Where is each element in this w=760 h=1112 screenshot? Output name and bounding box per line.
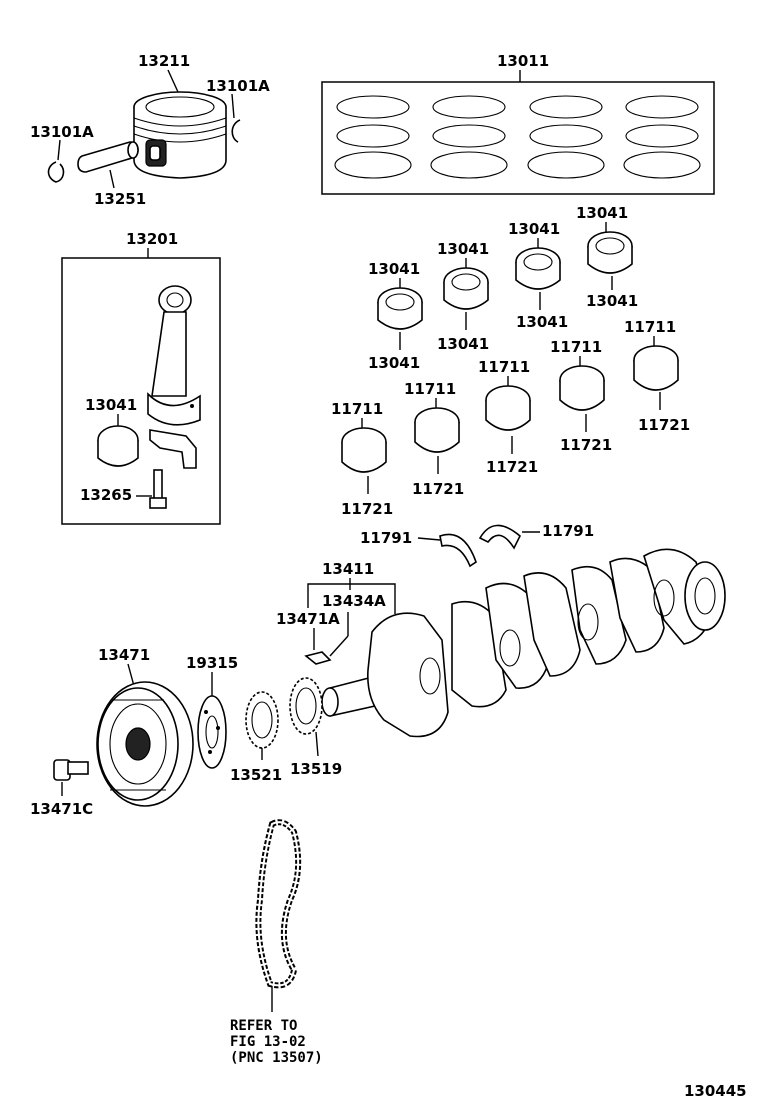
label-11711-5: 11711 — [624, 318, 676, 336]
piston-drawing — [133, 91, 227, 179]
label-11791-right: 11791 — [542, 522, 594, 540]
label-13471c: 13471C — [30, 800, 93, 818]
ring-group-1 — [334, 95, 412, 179]
label-11721-2: 11721 — [412, 480, 464, 498]
rod-bearing-3 — [515, 247, 561, 290]
main-bearing-set: 11711 11721 11711 11721 11711 11721 1171… — [331, 318, 690, 518]
label-19315: 19315 — [186, 654, 238, 672]
rod-bearing-4 — [587, 231, 633, 274]
thrust-washers: 11791 11791 — [360, 522, 594, 568]
connecting-rod-assembly: 13201 13041 13265 — [61, 230, 221, 525]
rod-bearing-2 — [443, 267, 489, 310]
label-13471a: 13471A — [276, 610, 340, 628]
crank-gear — [245, 691, 279, 749]
crankshaft-drawing — [321, 548, 726, 738]
label-13041-l2: 13041 — [437, 335, 489, 353]
label-11721-4: 11721 — [560, 436, 612, 454]
label-13101a-left: 13101A — [30, 123, 94, 141]
label-13411: 13411 — [322, 560, 374, 578]
label-13101a-right: 13101A — [206, 77, 270, 95]
label-11791-left: 11791 — [360, 529, 412, 547]
crankshaft-assembly: 13411 13434A 13471A — [276, 548, 726, 738]
ring-group-2 — [430, 95, 508, 179]
main-bearing-1 — [341, 427, 387, 473]
label-11711-1: 11711 — [331, 400, 383, 418]
label-11721-5: 11721 — [638, 416, 690, 434]
piston-ring-set: 13011 — [321, 52, 715, 195]
label-13265: 13265 — [80, 486, 132, 504]
ring-group-3 — [527, 95, 605, 179]
label-13201: 13201 — [126, 230, 178, 248]
con-rod-box — [61, 257, 221, 525]
label-11711-4: 11711 — [550, 338, 602, 356]
con-rod-drawing — [147, 285, 201, 469]
label-13521: 13521 — [230, 766, 282, 784]
timing-sprocket — [289, 677, 323, 735]
label-13211: 13211 — [138, 52, 190, 70]
snap-ring-left — [47, 161, 65, 183]
rod-bearing-in-box — [97, 425, 139, 467]
label-13041-u2: 13041 — [437, 240, 489, 258]
label-13251: 13251 — [94, 190, 146, 208]
refer-note: REFER TO FIG 13-02 (PNC 13507) — [230, 1018, 323, 1066]
label-13041-l4: 13041 — [586, 292, 638, 310]
thrust-washer-right — [478, 524, 521, 550]
pulley-bolt — [53, 759, 89, 781]
label-13041-rod: 13041 — [85, 396, 137, 414]
thrust-washer-left — [439, 533, 477, 568]
pulley-key — [304, 651, 332, 665]
label-11721-1: 11721 — [341, 500, 393, 518]
rod-bearing-1 — [377, 287, 423, 330]
pulley-and-gears: 13471 13471C 19315 13521 — [30, 646, 342, 818]
label-11711-3: 11711 — [478, 358, 530, 376]
label-13041-l1: 13041 — [368, 354, 420, 372]
main-bearing-4 — [559, 365, 605, 411]
ring-group-4 — [623, 95, 701, 179]
refer-note-line1: REFER TO — [230, 1018, 297, 1034]
label-13041-l3: 13041 — [516, 313, 568, 331]
refer-note-line3: (PNC 13507) — [230, 1050, 323, 1066]
label-13041-u1: 13041 — [368, 260, 420, 278]
rod-bearing-set: 13041 13041 13041 13041 13041 13041 1304… — [368, 204, 638, 372]
timing-chain — [255, 819, 302, 989]
label-13011: 13011 — [497, 52, 549, 70]
diagram-number: 130445 — [684, 1082, 747, 1100]
refer-note-line2: FIG 13-02 — [230, 1034, 306, 1050]
label-13041-u4: 13041 — [576, 204, 628, 222]
label-13519: 13519 — [290, 760, 342, 778]
crank-pulley — [96, 681, 194, 807]
piston-pin — [77, 141, 139, 173]
main-bearing-5 — [633, 345, 679, 391]
snap-ring-right — [231, 119, 241, 143]
rod-bolt — [149, 469, 167, 509]
piston-assembly: 13211 13101A 13101A 13251 — [30, 52, 270, 208]
label-13041-u3: 13041 — [508, 220, 560, 238]
label-11721-3: 11721 — [486, 458, 538, 476]
label-13471: 13471 — [98, 646, 150, 664]
signal-plate — [197, 695, 227, 769]
label-13434a: 13434A — [322, 592, 386, 610]
main-bearing-2 — [414, 407, 460, 453]
main-bearing-3 — [485, 385, 531, 431]
label-11711-2: 11711 — [404, 380, 456, 398]
ring-set-box — [321, 81, 715, 195]
